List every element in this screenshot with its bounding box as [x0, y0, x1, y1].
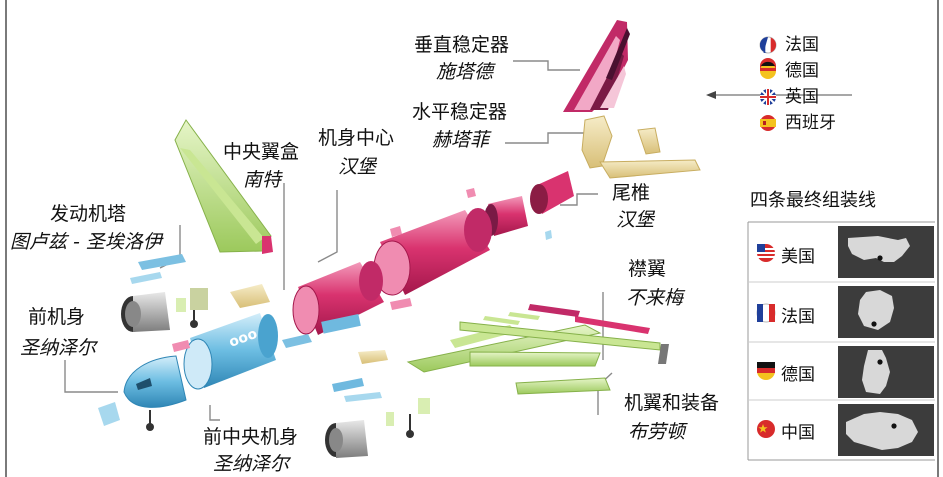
left-wing-part — [174, 119, 273, 254]
germany-map-icon — [862, 350, 890, 394]
legend-item-label: 法国 — [785, 35, 819, 55]
china-flag-icon — [757, 420, 775, 438]
center-wing-box-label: 中央翼盒 — [223, 141, 300, 163]
france-map-icon — [858, 290, 894, 330]
usa-map-icon — [848, 236, 910, 262]
wings-equipment-label: 机翼和装备 — [624, 392, 720, 414]
usa-flag-icon — [757, 244, 775, 262]
front-center-fuselage-site: 圣纳泽尔 — [213, 453, 290, 475]
assembly-lines-box — [747, 221, 935, 461]
flaps-part — [459, 304, 661, 351]
center-fuselage-part — [292, 261, 384, 335]
wings-equipment-site: 布劳顿 — [628, 421, 686, 443]
assembly-country-label: 中国 — [781, 423, 815, 443]
center-fuselage-site: 汉堡 — [338, 156, 377, 178]
front-fuselage-site: 圣纳泽尔 — [20, 337, 97, 359]
germany-flag-icon — [760, 58, 776, 79]
uk-flag-icon — [760, 89, 776, 105]
center-fuselage-label: 机身中心 — [318, 127, 395, 149]
assembly-country-label: 法国 — [781, 307, 815, 327]
engine-part-left — [121, 288, 208, 332]
horizontal-stabilizer-part — [581, 115, 701, 179]
tail-cone-site: 汉堡 — [616, 209, 655, 231]
flaps-site: 不来梅 — [626, 287, 684, 309]
small-parts — [98, 188, 669, 426]
france-flag-icon — [759, 36, 777, 54]
spain-flag-icon — [760, 115, 776, 131]
front-center-fuselage-part: ooo — [183, 313, 278, 390]
assembly-title: 四条最终组装线 — [750, 190, 876, 211]
center-wing-box-site: 南特 — [243, 169, 282, 191]
legend-item-label: 西班牙 — [785, 113, 836, 133]
engine-part-right — [325, 414, 414, 458]
legend-flags — [759, 36, 777, 131]
assembly-country-label: 美国 — [781, 247, 815, 267]
vertical-stabilizer-label: 垂直稳定器 — [414, 34, 510, 56]
horizontal-stabilizer-label: 水平稳定器 — [412, 101, 508, 123]
flaps-label: 襟翼 — [628, 258, 667, 280]
tail-cone-part — [484, 171, 574, 236]
engine-pylon-label: 发动机塔 — [50, 203, 127, 225]
vertical-stabilizer-site: 施塔德 — [436, 61, 494, 83]
front-fuselage-part — [123, 355, 187, 431]
tail-cone-label: 尾椎 — [612, 182, 651, 204]
engine-pylon-site: 图卢兹 - 圣埃洛伊 — [10, 231, 162, 253]
legend-item-label: 德国 — [785, 61, 819, 81]
front-center-fuselage-label: 前中央机身 — [203, 426, 299, 448]
assembly-country-label: 德国 — [781, 365, 815, 385]
vertical-stabilizer-part — [563, 20, 630, 112]
legend-item-label: 英国 — [785, 87, 819, 107]
legend-arrow-icon — [706, 91, 716, 99]
center-fuselage-rear-barrel — [373, 208, 492, 296]
front-fuselage-label: 前机身 — [28, 306, 86, 328]
horizontal-stabilizer-site: 赫塔菲 — [432, 129, 490, 151]
china-map-icon — [846, 412, 918, 450]
germany-flag-icon — [757, 362, 775, 380]
france-flag-icon — [756, 303, 776, 323]
